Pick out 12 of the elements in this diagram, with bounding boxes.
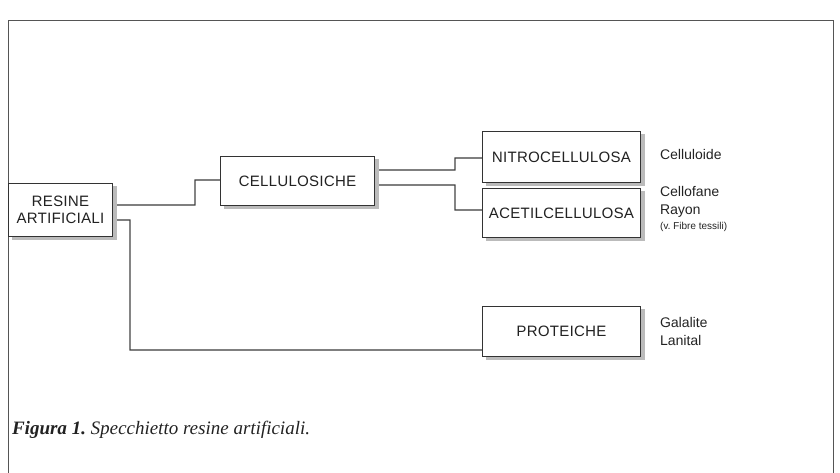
box-label: ACETILCELLULOSA [488,204,634,222]
material-name: Celluloide [660,145,722,163]
box-label: PROTEICHE [516,323,607,340]
material-name: Rayon [660,200,700,218]
box-label: CELLULOSICHE [238,172,356,190]
material-name: Lanital [660,331,702,349]
box-label: RESINE ARTIFICIALI [15,193,106,227]
material-name: Cellofane [660,182,720,200]
material-name: Galalite [660,313,708,331]
material-name: (v. Fibre tessili) [660,220,728,234]
box-label: NITROCELLULOSA [492,148,632,166]
figure-caption: Figura 1. Specchietto resine artificiali. [12,418,310,440]
